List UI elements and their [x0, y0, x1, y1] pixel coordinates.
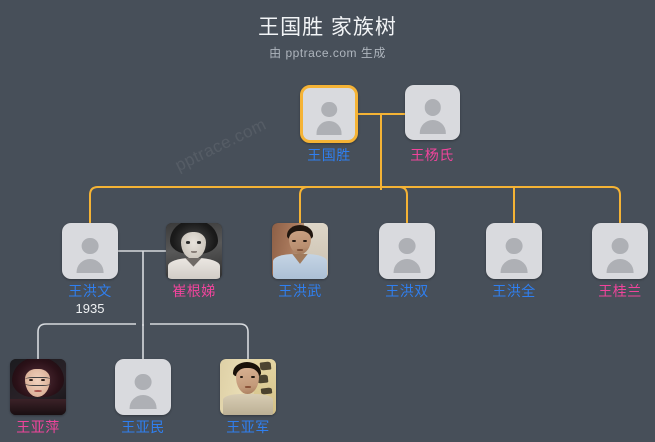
watermark-text: pptrace.com [172, 114, 270, 176]
person-placeholder-icon [486, 223, 542, 279]
person-year-label: 1935 [75, 301, 105, 316]
person-name-label: 王国胜 [307, 147, 351, 163]
page-title: 王国胜 家族树 [258, 16, 397, 39]
page-subtitle: 由 pptrace.com 生成 [269, 46, 386, 60]
photo-cui-gen-di [166, 223, 222, 279]
person-name-label: 崔根娣 [172, 283, 216, 299]
photo-wang-ya-jun [220, 359, 276, 415]
person-card-avatar[interactable] [62, 223, 118, 279]
person-placeholder-icon [592, 223, 648, 279]
person-name-label: 王洪武 [278, 283, 322, 299]
person-card-avatar[interactable] [166, 223, 222, 279]
person-card-avatar[interactable] [115, 359, 171, 415]
person-card-avatar[interactable] [486, 223, 542, 279]
photo-wang-hong-wu [272, 223, 328, 279]
person-name-label: 王桂兰 [598, 283, 642, 299]
link-children-gen1 [89, 186, 621, 223]
person-name-label: 王亚军 [226, 419, 270, 435]
person-name-label: 王杨氏 [410, 147, 454, 163]
link-children-gen2 [37, 323, 249, 359]
person-name-label: 王亚民 [121, 419, 165, 435]
link-couple-gen1 [358, 113, 405, 190]
person-name-label: 王洪双 [385, 283, 429, 299]
person-card-avatar[interactable] [10, 359, 66, 415]
person-placeholder-icon [379, 223, 435, 279]
person-card-avatar[interactable] [272, 223, 328, 279]
person-placeholder-icon [405, 85, 460, 140]
person-name-label: 王洪全 [492, 283, 536, 299]
person-card-avatar[interactable] [220, 359, 276, 415]
photo-wang-ya-ping [10, 359, 66, 415]
person-placeholder-icon [62, 223, 118, 279]
person-card-avatar[interactable] [379, 223, 435, 279]
person-placeholder-icon [115, 359, 171, 415]
person-name-label: 王亚萍 [16, 419, 60, 435]
person-card-avatar[interactable] [300, 85, 358, 143]
chart-header: 王国胜 家族树 由 pptrace.com 生成 [0, 14, 655, 62]
link-couple-gen2 [118, 250, 166, 326]
person-card-avatar[interactable] [592, 223, 648, 279]
person-placeholder-icon [303, 88, 355, 140]
person-card-avatar[interactable] [405, 85, 460, 140]
person-name-label: 王洪文 [68, 283, 112, 299]
